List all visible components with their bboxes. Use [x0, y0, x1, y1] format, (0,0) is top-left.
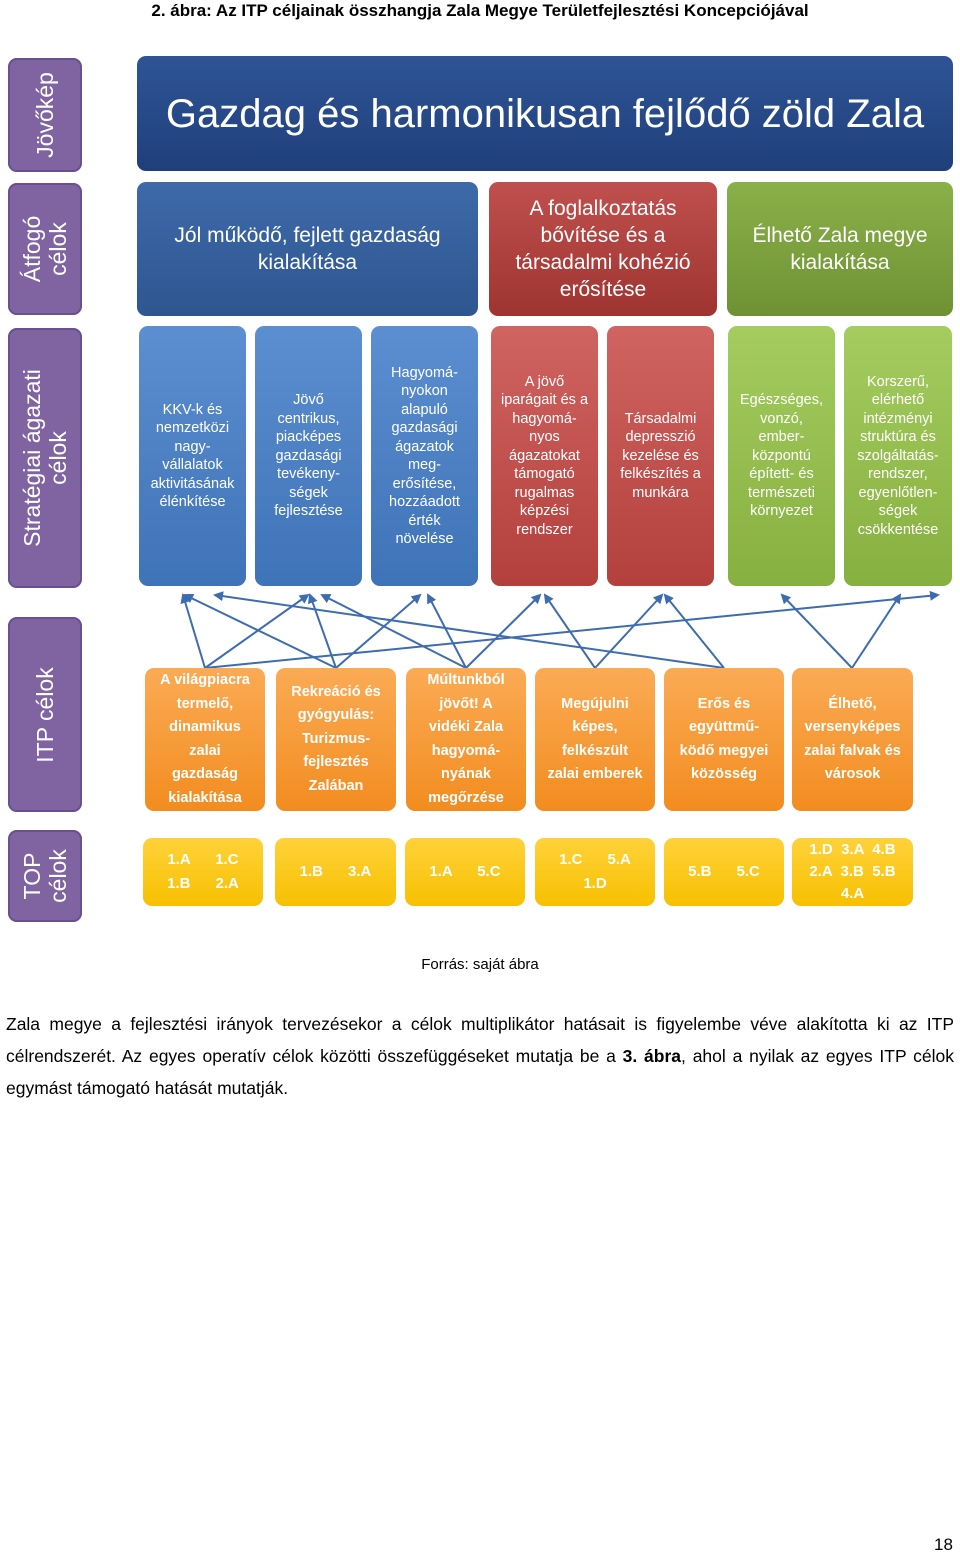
itp-goal-6: Élhető, versenyképes zalai falvak és vár… [792, 668, 913, 811]
overall-goal-livable: Élhető Zala megye kialakítása [727, 182, 953, 316]
paragraph-text-1: Zala megye a fejlesztési irányok tervezé… [6, 1014, 954, 1066]
row-label-strategic: Stratégiai ágazati célok [8, 328, 82, 588]
strategic-goal-6: Egészséges, vonzó, ember- központú építe… [728, 326, 835, 586]
arrows-diagram [180, 590, 940, 669]
vision-box: Gazdag és harmonikusan fejlődő zöld Zala [137, 56, 953, 171]
arrow [180, 593, 206, 669]
paragraph-text-2: , ahol a nyilak az egyes ITP célok egymá… [6, 1046, 954, 1098]
arrow [213, 591, 725, 669]
itp-goal-5: Erős és együttmű- ködő megyei közösség [664, 668, 784, 811]
row-label-overall: Átfogó célok [8, 183, 82, 315]
arrow [543, 593, 596, 669]
arrow [335, 593, 422, 669]
arrow [427, 593, 467, 669]
arrow [307, 593, 337, 669]
strategic-goal-3: Hagyomá- nyokon alapuló gazdasági ágazat… [371, 326, 478, 586]
top-goal-6: 1.D 3.A 4.B 2.A 3.B 5.B 4.A [792, 838, 913, 906]
arrow [204, 590, 940, 669]
figure-caption: 2. ábra: Az ITP céljainak összhangja Zal… [151, 1, 809, 20]
row-label-vision: Jövőkép [8, 58, 82, 172]
arrow [594, 593, 664, 669]
arrow [204, 593, 310, 669]
strategic-goal-7: Korszerű, elérhető intézményi struktúra … [844, 326, 952, 586]
strategic-goal-4: A jövő iparágait és a hagyomá- nyos ágaz… [491, 326, 598, 586]
figure-source: Forrás: saját ábra [421, 956, 539, 973]
top-goal-3: 1.A 5.C [405, 838, 525, 906]
top-goal-2: 1.B 3.A [275, 838, 396, 906]
arrow [183, 593, 337, 669]
row-label-top: TOP célok [8, 830, 82, 922]
row-label-top-text: TOP célok [19, 849, 71, 903]
strategic-goal-5: Társadalmi depresszió kezelése és felkés… [607, 326, 714, 586]
figure-reference: 3. ábra [622, 1046, 682, 1066]
itp-goal-3: Múltunkból jövőt! A vidéki Zala hagyomá-… [406, 668, 526, 811]
arrow [465, 593, 542, 669]
strategic-goal-2: Jövő centrikus, piacképes gazdasági tevé… [255, 326, 362, 586]
arrow [663, 593, 725, 669]
arrow [851, 593, 902, 669]
top-goal-5: 5.B 5.C [664, 838, 784, 906]
row-label-itp: ITP célok [8, 617, 82, 812]
body-paragraph: Zala megye a fejlesztési irányok tervezé… [6, 1008, 954, 1104]
overall-goal-economy: Jól működő, fejlett gazdaság kialakítása [137, 182, 478, 316]
overall-goal-employment: A foglalkoztatás bővítése és a társadalm… [489, 182, 717, 316]
itp-goal-1: A világpiacra termelő, dinamikus zalai g… [145, 668, 265, 811]
itp-goal-4: Megújulni képes, felkészült zalai embere… [535, 668, 655, 811]
arrow [320, 594, 467, 669]
top-goal-1: 1.A 1.C 1.B 2.A [143, 838, 263, 906]
top-goal-4: 1.C 5.A 1.D [535, 838, 655, 906]
strategic-goal-1: KKV-k és nemzetközi nagy- vállalatok akt… [139, 326, 246, 586]
itp-goal-2: Rekreáció és gyógyulás: Turizmus- fejles… [276, 668, 396, 811]
page-number: 18 [934, 1535, 953, 1554]
arrow [780, 593, 853, 669]
